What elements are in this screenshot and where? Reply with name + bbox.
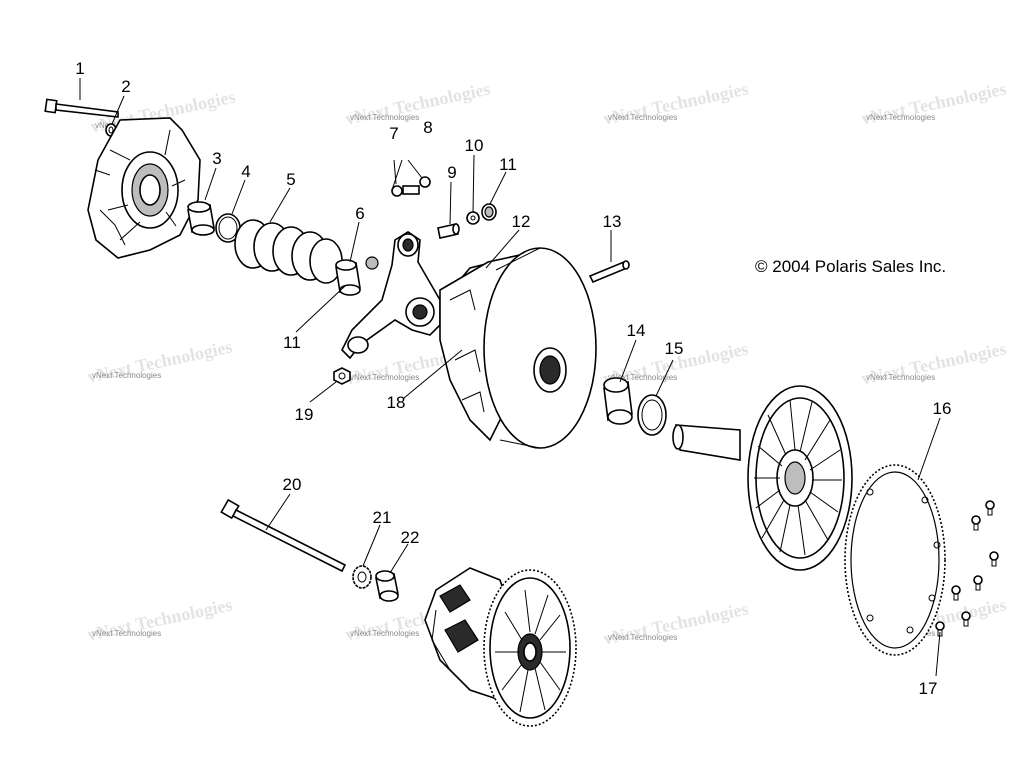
part-9-pin bbox=[437, 223, 460, 239]
callouts: 1 2 3 4 5 6 7 8 9 10 11 12 13 11 14 15 1… bbox=[75, 59, 951, 698]
part-moveable-sheave bbox=[439, 247, 597, 449]
part-5-spring bbox=[234, 219, 343, 284]
part-21-lock-washer bbox=[352, 565, 372, 589]
watermark-4: vNext Technologies vNext Technologies bbox=[860, 78, 1008, 128]
assembled-clutch bbox=[424, 567, 577, 727]
watermark-text: vNext Technologies bbox=[866, 113, 935, 122]
part-15-ring bbox=[637, 394, 667, 436]
watermark-text: vNext Technologies bbox=[92, 371, 161, 380]
copyright-text: © 2004 Polaris Sales Inc. bbox=[755, 257, 946, 276]
callout-7: 7 bbox=[389, 124, 398, 143]
part-14-bushing bbox=[603, 377, 633, 425]
callout-13: 13 bbox=[603, 212, 622, 231]
part-16-ring-gear bbox=[844, 464, 946, 656]
callout-4: 4 bbox=[241, 162, 250, 181]
watermark-8: vNext Technologies vNext Technologies bbox=[860, 338, 1008, 388]
callout-21: 21 bbox=[373, 508, 392, 527]
callout-15: 15 bbox=[665, 339, 684, 358]
watermark-text: vNext Technologies bbox=[350, 113, 419, 122]
callout-16: 16 bbox=[933, 399, 952, 418]
part-19-nut bbox=[333, 367, 351, 385]
screw bbox=[971, 515, 981, 531]
watermark-text: vNext Technologies bbox=[608, 633, 677, 642]
part-11-roller bbox=[481, 203, 497, 221]
part-10-washer bbox=[466, 211, 480, 225]
watermark-11: vNext Technologies vNext Technologies bbox=[602, 598, 750, 648]
callout-20: 20 bbox=[283, 475, 302, 494]
callout-18: 18 bbox=[387, 393, 406, 412]
screw bbox=[951, 585, 961, 601]
part-4-snap-ring bbox=[215, 213, 241, 243]
callout-6: 6 bbox=[355, 204, 364, 223]
callout-14: 14 bbox=[627, 321, 646, 340]
part-22-bushing bbox=[375, 570, 399, 602]
part-1-bolt bbox=[44, 98, 119, 118]
part-spider-arm bbox=[341, 231, 441, 360]
screw bbox=[961, 611, 971, 627]
watermark-text: vNext Technologies bbox=[350, 629, 419, 638]
watermark-text: vNext Technologies bbox=[866, 373, 935, 382]
callout-1: 1 bbox=[75, 59, 84, 78]
callout-12: 12 bbox=[512, 212, 531, 231]
part-cover-housing bbox=[87, 117, 201, 259]
watermark-text: vNext Technologies bbox=[608, 113, 677, 122]
watermark-5: vNext Technologies vNext Technologies bbox=[86, 336, 234, 386]
watermark-text: vNext Technologies bbox=[92, 629, 161, 638]
callout-5: 5 bbox=[286, 170, 295, 189]
watermark-2: vNext Technologies vNext Technologies bbox=[344, 78, 492, 128]
leader-lines bbox=[79, 78, 941, 677]
screw bbox=[989, 551, 999, 567]
callout-3: 3 bbox=[212, 149, 221, 168]
part-fixed-sheave bbox=[672, 385, 853, 571]
callout-11-top: 11 bbox=[499, 155, 517, 174]
part-13-pin bbox=[588, 260, 630, 284]
part-3-bushing bbox=[187, 201, 215, 236]
callout-17: 17 bbox=[919, 679, 938, 698]
screw bbox=[973, 575, 983, 591]
callout-8: 8 bbox=[423, 118, 432, 137]
watermark-3: vNext Technologies vNext Technologies bbox=[602, 78, 750, 128]
watermark-9: vNext Technologies vNext Technologies bbox=[86, 594, 234, 644]
part-6-bushing bbox=[335, 259, 361, 296]
watermark-text: vNext Technologies bbox=[350, 373, 419, 382]
part-17-screws bbox=[935, 500, 999, 637]
callout-11-bottom: 11 bbox=[283, 333, 301, 352]
part-7-8-pins bbox=[391, 176, 431, 197]
watermark-text: vNext Technologies bbox=[608, 373, 677, 382]
callout-19: 19 bbox=[295, 405, 314, 424]
part-20-bolt bbox=[220, 498, 347, 573]
callout-9: 9 bbox=[447, 163, 456, 182]
callout-10: 10 bbox=[465, 136, 484, 155]
callout-22: 22 bbox=[401, 528, 420, 547]
callout-2: 2 bbox=[121, 77, 130, 96]
screw bbox=[985, 500, 995, 516]
